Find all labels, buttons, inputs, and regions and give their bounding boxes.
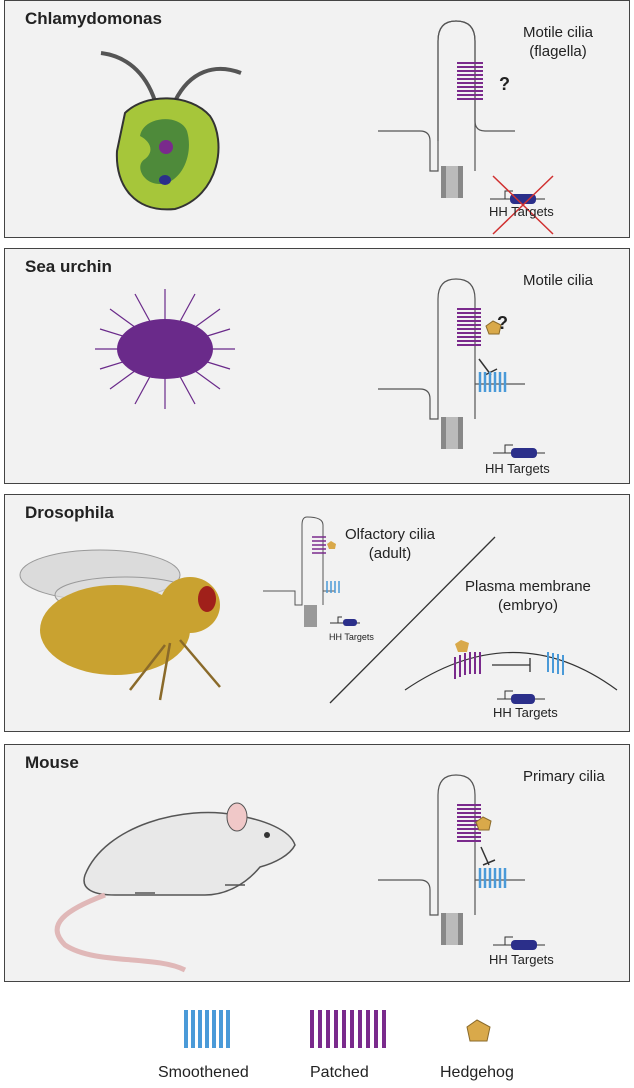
- cilia-label: Motile cilia (flagella): [523, 24, 594, 60]
- patched-protein: [457, 62, 483, 100]
- panel-title: Drosophila: [25, 503, 114, 522]
- legend-patched: Patched: [310, 1064, 369, 1081]
- hh-targets-label: HH Targets: [493, 705, 558, 720]
- cilia-label: Motile cilia: [523, 272, 594, 289]
- olfactory-cilium-diagram: [263, 516, 618, 704]
- target-gene: [493, 444, 545, 458]
- cilium-diagram: [378, 20, 515, 198]
- cilia-label: Primary cilia: [523, 768, 605, 785]
- hh-targets-label: HH Targets: [489, 204, 554, 219]
- question-mark: ?: [499, 74, 510, 94]
- legend-hedgehog: Hedgehog: [440, 1064, 514, 1081]
- patched-legend-icon: [310, 1010, 386, 1048]
- panel-drosophila: Drosophila: [4, 494, 630, 732]
- olfactory-cilia-label: Olfactory cilia (adult): [345, 526, 436, 562]
- smoothened-legend-icon: [184, 1010, 230, 1048]
- legend-smoothened: Smoothened: [158, 1064, 249, 1081]
- hh-targets-small-label: HH Targets: [329, 632, 374, 642]
- panel-mouse: Mouse Primary cilia HH Targets: [4, 744, 630, 982]
- cilium-diagram: [378, 774, 545, 950]
- chlamydomonas-illustration: [100, 51, 242, 211]
- panel-chlamydomonas: Chlamydomonas ? Motile cilia (flagella) …: [4, 0, 630, 238]
- cilium-diagram: [378, 278, 525, 449]
- panel-title: Sea urchin: [25, 257, 112, 276]
- panel-title: Mouse: [25, 753, 79, 772]
- plasma-membrane-label: Plasma membrane (embryo): [465, 578, 591, 614]
- hh-targets-label: HH Targets: [485, 461, 550, 476]
- drosophila-illustration: [19, 549, 221, 701]
- target-gene-crossed: [490, 175, 554, 235]
- hh-targets-label: HH Targets: [489, 952, 554, 967]
- panel-sea-urchin: Sea urchin ? Motile cilia: [4, 248, 630, 484]
- sea-urchin-illustration: [95, 289, 235, 409]
- panel-title: Chlamydomonas: [25, 9, 162, 28]
- question-mark: ?: [497, 313, 508, 333]
- mouse-illustration: [54, 802, 296, 973]
- hedgehog-legend-icon: [466, 1019, 491, 1042]
